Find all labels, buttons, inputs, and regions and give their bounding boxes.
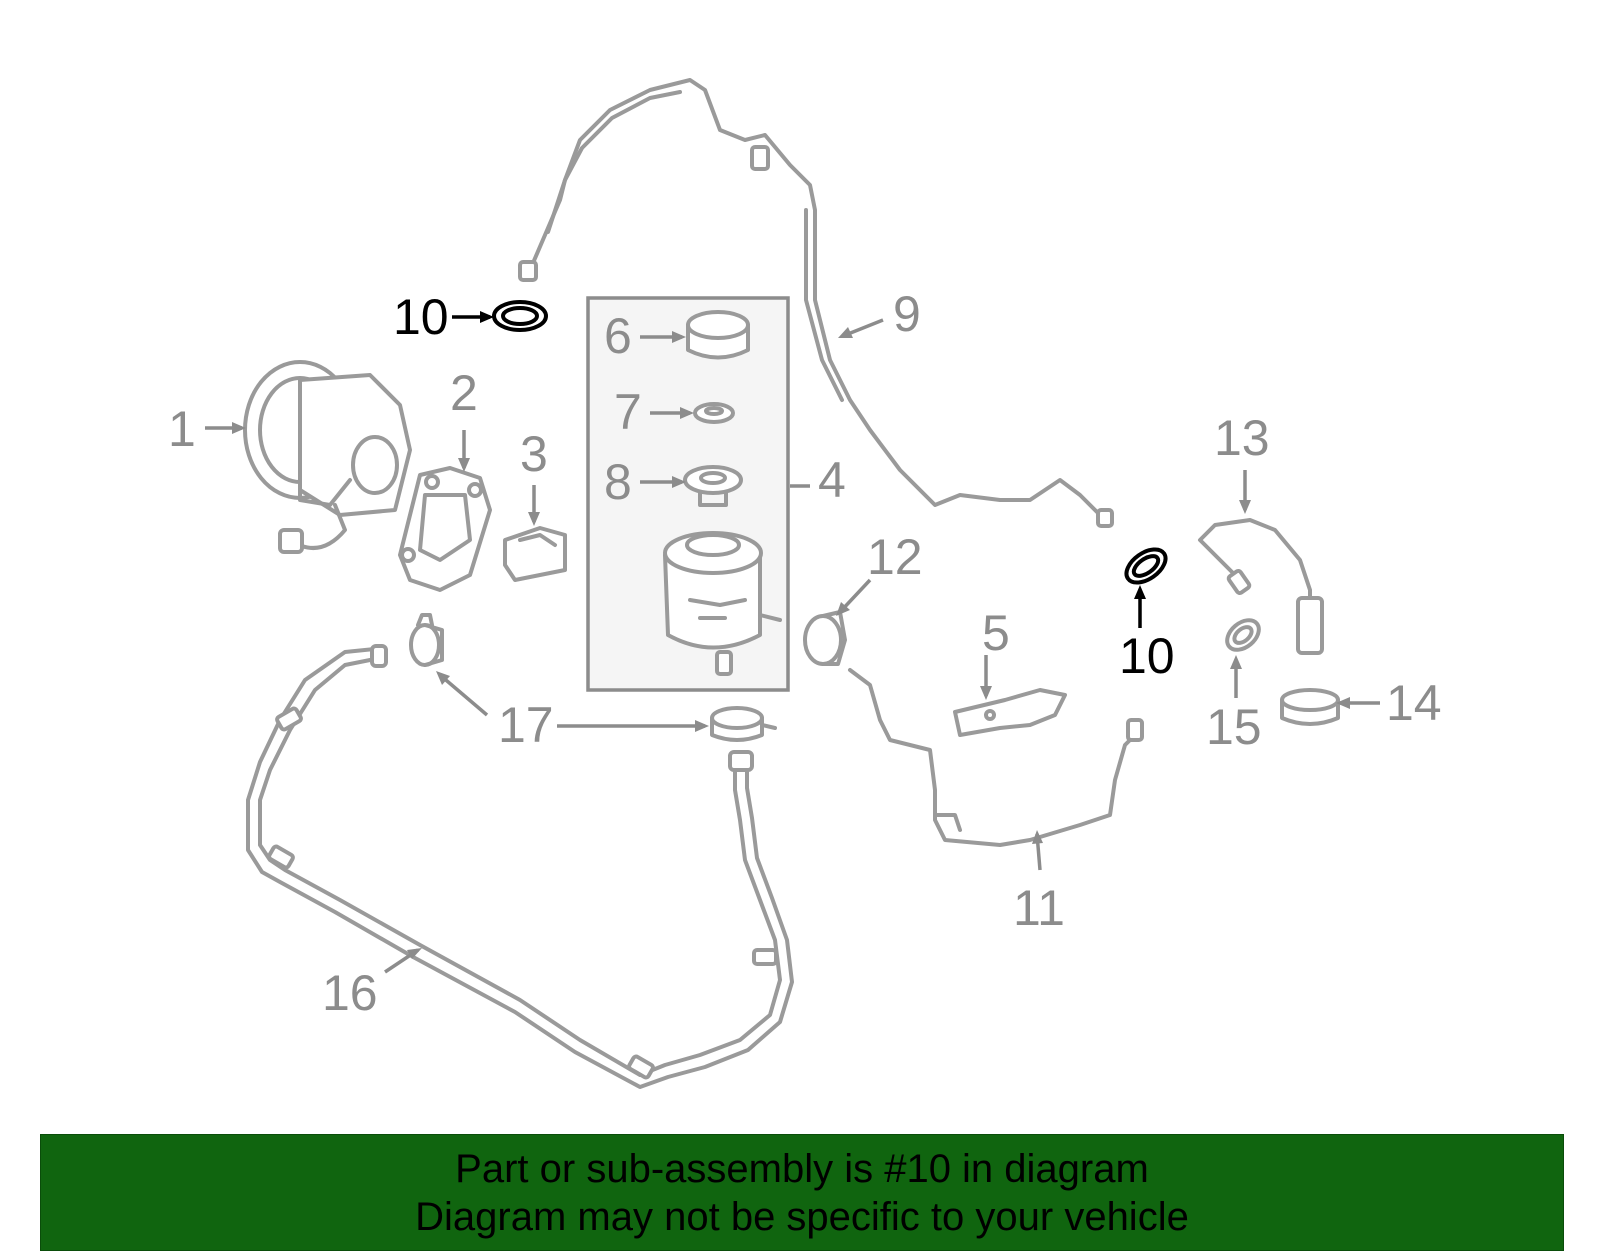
leader-lines	[205, 311, 1380, 974]
banner-line-part-number: Part or sub-assembly is #10 in diagram	[455, 1146, 1149, 1191]
part-17-clamp-left	[409, 613, 444, 667]
callout-13: 13	[1214, 410, 1270, 466]
part-4-reservoir-assembly	[586, 296, 790, 692]
part-15-o-ring	[1225, 618, 1261, 652]
callout-9: 9	[893, 286, 921, 342]
banner-line-disclaimer: Diagram may not be specific to your vehi…	[415, 1194, 1189, 1239]
part-7-seal	[693, 402, 735, 424]
callout-6: 6	[604, 308, 632, 364]
part-14-clamp	[1280, 688, 1340, 726]
callout-2: 2	[450, 365, 478, 421]
callout-1: 1	[168, 401, 196, 457]
callout-10-upper: 10	[393, 289, 449, 345]
leader-17a	[438, 673, 489, 717]
callout-5: 5	[982, 605, 1010, 661]
callout-7: 7	[614, 384, 642, 440]
reservoir-body	[663, 531, 782, 676]
callout-17: 17	[498, 697, 554, 753]
callout-10-lower: 10	[1119, 628, 1175, 684]
part-3-bracket	[503, 526, 567, 582]
part-5-bracket	[953, 688, 1067, 737]
part-8-filter	[683, 465, 743, 507]
callout-15: 15	[1206, 699, 1262, 755]
callout-3: 3	[520, 426, 548, 482]
part-11-return-line	[848, 668, 1144, 847]
callout-11: 11	[1013, 880, 1065, 936]
part-12-clamp	[803, 610, 847, 666]
part-10-washer-lower	[1124, 547, 1168, 585]
part-13-line	[1198, 518, 1324, 655]
parts-diagram: 1 2 3 4 5 6 7 8 9 10 10 11 12 13 14 15 1…	[168, 78, 1442, 1089]
callout-4: 4	[818, 452, 846, 508]
callout-14: 14	[1386, 675, 1442, 731]
part-2-pump-bracket	[398, 466, 492, 592]
part-16-suction-hose	[246, 644, 794, 1089]
callout-12: 12	[867, 529, 923, 585]
part-17-clamp-center	[710, 706, 777, 742]
callout-labels: 1 2 3 4 5 6 7 8 9 10 10 11 12 13 14 15 1…	[168, 286, 1442, 1021]
part-6-reservoir-cap	[686, 310, 750, 360]
callout-8: 8	[604, 454, 632, 510]
info-banner: Part or sub-assembly is #10 in diagram D…	[40, 1134, 1564, 1251]
part-10-washer-upper	[492, 300, 548, 332]
part-9-pressure-hose	[518, 78, 1114, 528]
callout-16: 16	[322, 965, 378, 1021]
part-1-power-steering-pump	[243, 360, 412, 554]
